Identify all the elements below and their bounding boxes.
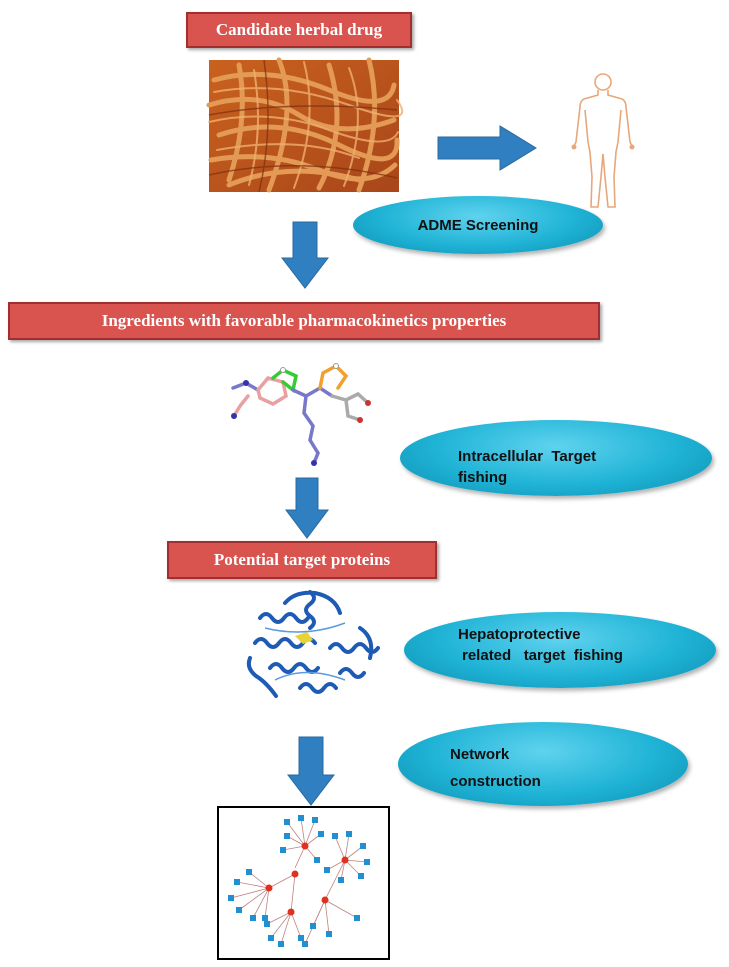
- network-graph-icon: [217, 806, 390, 960]
- hepato-label-line2: related target fishing: [462, 647, 623, 664]
- intracellular-label-line2: fishing: [458, 469, 508, 486]
- hepatoprotective-target-fishing-ellipse: Hepatoprotective related target fishing: [404, 612, 716, 688]
- adme-screening-ellipse: ADME Screening: [353, 196, 603, 254]
- herb-photo: [206, 57, 404, 193]
- molecule-icon: [231, 363, 371, 466]
- down-arrow-icon: [280, 221, 330, 289]
- network-label-line2: construction: [450, 773, 541, 790]
- ingredients-box: Ingredients with favorable pharmacokinet…: [8, 302, 600, 340]
- potential-target-proteins-box: Potential target proteins: [167, 541, 437, 579]
- ingredients-label: Ingredients with favorable pharmacokinet…: [101, 311, 507, 330]
- right-arrow-icon: [437, 125, 537, 171]
- intracellular-target-fishing-ellipse: Intracellular Target fishing: [400, 420, 712, 496]
- potential-target-proteins-label: Potential target proteins: [213, 550, 391, 569]
- hepato-label-line1: Hepatoprotective: [458, 626, 581, 643]
- intracellular-label-line1: Intracellular Target: [458, 448, 597, 465]
- candidate-herbal-drug-label: Candidate herbal drug: [215, 20, 383, 39]
- adme-screening-label: ADME Screening: [417, 216, 539, 234]
- network-construction-ellipse: Network construction: [398, 722, 688, 806]
- human-body-icon: [571, 73, 635, 208]
- candidate-herbal-drug-box: Candidate herbal drug: [186, 12, 412, 48]
- down-arrow-icon: [286, 736, 336, 806]
- down-arrow-icon: [285, 477, 329, 539]
- network-label-line1: Network: [450, 746, 510, 763]
- protein-structure-icon: [246, 590, 380, 698]
